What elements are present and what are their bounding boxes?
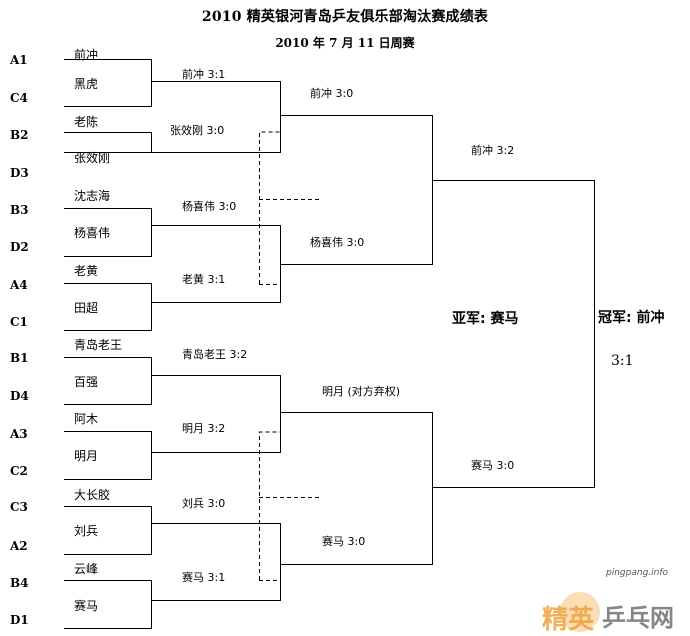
- player-name: 张效刚: [74, 151, 111, 165]
- round2-result: 明月 (对方弃权): [322, 385, 401, 398]
- r1-box-4: [64, 283, 152, 331]
- dashed-link-bottom: [259, 431, 280, 580]
- player-name: 云峰: [74, 562, 99, 576]
- player-name: 前冲: [74, 48, 99, 62]
- round1-result: 赛马 3:1: [182, 571, 226, 584]
- player-name: 青岛老王: [74, 338, 123, 352]
- final-score: 3:1: [611, 353, 634, 369]
- watermark-site-text: pingpang.info: [606, 568, 669, 578]
- seed-label: B3: [10, 203, 29, 217]
- seed-label: A2: [10, 539, 28, 553]
- seed-label: A4: [10, 278, 28, 292]
- seed-label: B1: [10, 351, 29, 365]
- seed-label: D3: [10, 166, 29, 180]
- round2-result: 前冲 3:0: [310, 87, 354, 100]
- player-name: 沈志海: [74, 189, 111, 203]
- player-name: 杨喜伟: [74, 226, 111, 240]
- seed-label: A3: [10, 427, 28, 441]
- round1-result: 明月 3:2: [182, 422, 226, 435]
- seed-label: C1: [10, 315, 28, 329]
- seed-label: B2: [10, 128, 29, 142]
- site-watermark-logo: pingpang.info 精英 乒乓网: [540, 568, 690, 636]
- semifinal-result: 前冲 3:2: [471, 144, 515, 157]
- svg-text:精英: 精英: [542, 605, 595, 635]
- player-name: 阿木: [74, 412, 99, 426]
- seed-label: D4: [10, 389, 29, 403]
- round1-result: 杨喜伟 3:0: [182, 200, 237, 213]
- semifinal-result: 赛马 3:0: [471, 459, 515, 472]
- player-name: 赛马: [74, 599, 99, 613]
- seed-label: C4: [10, 91, 28, 105]
- player-name: 黑虎: [74, 77, 99, 91]
- seed-label: C2: [10, 464, 28, 478]
- r1-box-6: [64, 431, 152, 480]
- player-name: 田超: [74, 301, 99, 315]
- svg-text:乒乓网: 乒乓网: [602, 604, 674, 632]
- player-name: 老陈: [74, 115, 99, 129]
- round2-result: 赛马 3:0: [322, 535, 366, 548]
- r1-box-3: [64, 208, 152, 257]
- watermark-brand-graphic: 精英 乒乓网: [542, 592, 674, 635]
- player-name: 百强: [74, 375, 99, 389]
- champion-label: 冠军: 前冲: [598, 310, 665, 326]
- r1-box-1: [64, 59, 152, 107]
- seed-label: D2: [10, 240, 29, 254]
- r1-box-8: [64, 580, 152, 629]
- round1-result: 张效刚 3:0: [170, 124, 225, 137]
- seed-label: A1: [10, 53, 28, 67]
- r1-box-5: [64, 357, 152, 405]
- round1-result: 青岛老王 3:2: [182, 348, 248, 361]
- round1-result: 老黄 3:1: [182, 273, 226, 286]
- round1-result: 前冲 3:1: [182, 68, 226, 81]
- dashed-link-top: [259, 131, 280, 284]
- round1-result: 刘兵 3:0: [182, 497, 226, 510]
- round2-result: 杨喜伟 3:0: [310, 236, 365, 249]
- r1-box-2: [64, 132, 152, 153]
- player-name: 明月: [74, 449, 99, 463]
- player-name: 老黄: [74, 264, 99, 278]
- event-date: 2010 年 7 月 11 日周赛: [275, 36, 415, 50]
- seed-label: C3: [10, 500, 28, 514]
- page-title: 2010 精英银河青岛乒友俱乐部淘汰赛成绩表: [201, 9, 489, 25]
- r1-box-7: [64, 506, 152, 555]
- player-name: 大长胶: [74, 488, 111, 502]
- seed-label: D1: [10, 613, 29, 627]
- runner-up-label: 亚军: 赛马: [452, 311, 519, 327]
- player-name: 刘兵: [74, 524, 99, 538]
- seed-label: B4: [10, 576, 29, 590]
